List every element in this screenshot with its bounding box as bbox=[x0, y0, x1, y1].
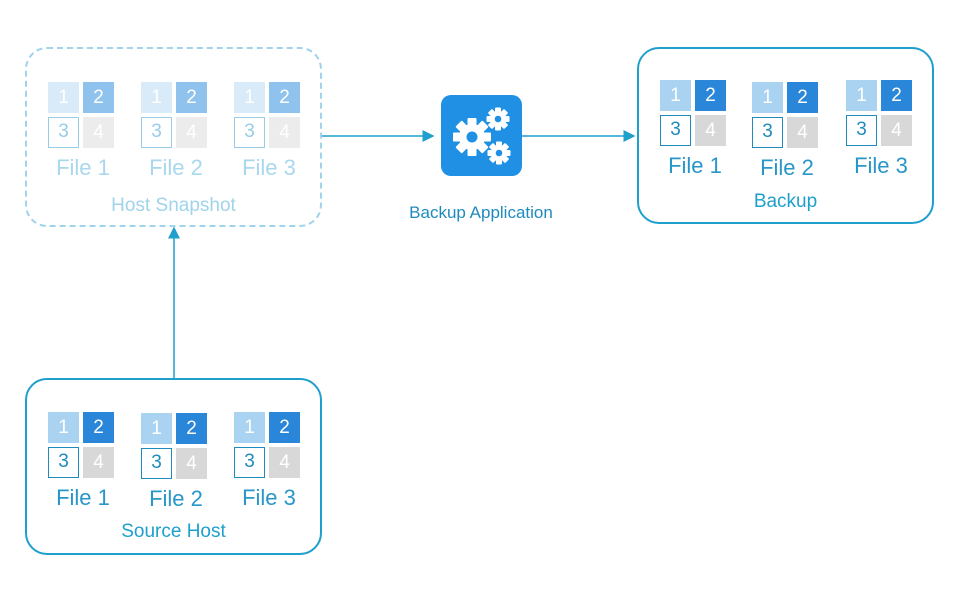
block-2: 2 bbox=[269, 82, 300, 113]
file-name: File 2 bbox=[760, 155, 814, 180]
block-4: 4 bbox=[83, 117, 114, 148]
source-host-panel: 1 2 3 4 File 1 1 2 3 4 File 2 1 2 3 4 Fi… bbox=[25, 378, 322, 555]
block-3: 3 bbox=[141, 448, 172, 479]
file-card: 1 2 3 4 File 3 bbox=[234, 82, 304, 186]
file-name: File 3 bbox=[854, 153, 908, 178]
file-name: File 1 bbox=[56, 155, 110, 180]
gears-icon bbox=[453, 107, 511, 165]
file-card: 1 2 3 4 File 3 bbox=[234, 412, 304, 516]
block-3: 3 bbox=[234, 117, 265, 148]
block-4: 4 bbox=[269, 447, 300, 478]
file-card: 1 2 3 4 File 1 bbox=[660, 80, 730, 184]
block-2: 2 bbox=[83, 82, 114, 113]
block-3: 3 bbox=[752, 117, 783, 148]
block-2: 2 bbox=[695, 80, 726, 111]
block-2: 2 bbox=[881, 80, 912, 111]
host-snapshot-panel: 1 2 3 4 File 1 1 2 3 4 File 2 1 2 3 4 Fi… bbox=[25, 47, 322, 227]
file-card: 1 2 3 4 File 3 bbox=[846, 80, 916, 184]
file-name: File 2 bbox=[149, 486, 203, 511]
backup-application-icon[interactable] bbox=[441, 95, 522, 176]
block-1: 1 bbox=[141, 82, 172, 113]
backup-application-label: Backup Application bbox=[409, 203, 553, 222]
block-1: 1 bbox=[234, 82, 265, 113]
panel-title: Host Snapshot bbox=[111, 195, 236, 216]
block-1: 1 bbox=[846, 80, 877, 111]
file-card: 1 2 3 4 File 2 bbox=[141, 413, 211, 517]
block-4: 4 bbox=[881, 115, 912, 146]
block-4: 4 bbox=[176, 448, 207, 479]
block-1: 1 bbox=[752, 82, 783, 113]
block-1: 1 bbox=[660, 80, 691, 111]
block-3: 3 bbox=[846, 115, 877, 146]
backup-panel: 1 2 3 4 File 1 1 2 3 4 File 2 1 2 3 4 Fi… bbox=[637, 47, 934, 224]
block-3: 3 bbox=[234, 447, 265, 478]
block-2: 2 bbox=[176, 82, 207, 113]
file-name: File 1 bbox=[56, 485, 110, 510]
file-name: File 2 bbox=[149, 155, 203, 180]
block-4: 4 bbox=[269, 117, 300, 148]
block-3: 3 bbox=[660, 115, 691, 146]
file-card: 1 2 3 4 File 1 bbox=[48, 412, 118, 516]
file-card: 1 2 3 4 File 1 bbox=[48, 82, 118, 186]
file-card: 1 2 3 4 File 2 bbox=[141, 82, 211, 186]
file-name: File 3 bbox=[242, 155, 296, 180]
block-3: 3 bbox=[48, 447, 79, 478]
file-name: File 1 bbox=[668, 153, 722, 178]
block-1: 1 bbox=[48, 82, 79, 113]
block-1: 1 bbox=[48, 412, 79, 443]
panel-title: Source Host bbox=[121, 521, 226, 542]
block-1: 1 bbox=[141, 413, 172, 444]
file-name: File 3 bbox=[242, 485, 296, 510]
block-2: 2 bbox=[787, 82, 818, 113]
block-3: 3 bbox=[141, 117, 172, 148]
block-4: 4 bbox=[787, 117, 818, 148]
block-1: 1 bbox=[234, 412, 265, 443]
block-4: 4 bbox=[83, 447, 114, 478]
file-card: 1 2 3 4 File 2 bbox=[752, 82, 822, 186]
block-3: 3 bbox=[48, 117, 79, 148]
block-2: 2 bbox=[176, 413, 207, 444]
block-2: 2 bbox=[83, 412, 114, 443]
panel-title: Backup bbox=[753, 191, 818, 212]
block-4: 4 bbox=[695, 115, 726, 146]
block-2: 2 bbox=[269, 412, 300, 443]
block-4: 4 bbox=[176, 117, 207, 148]
